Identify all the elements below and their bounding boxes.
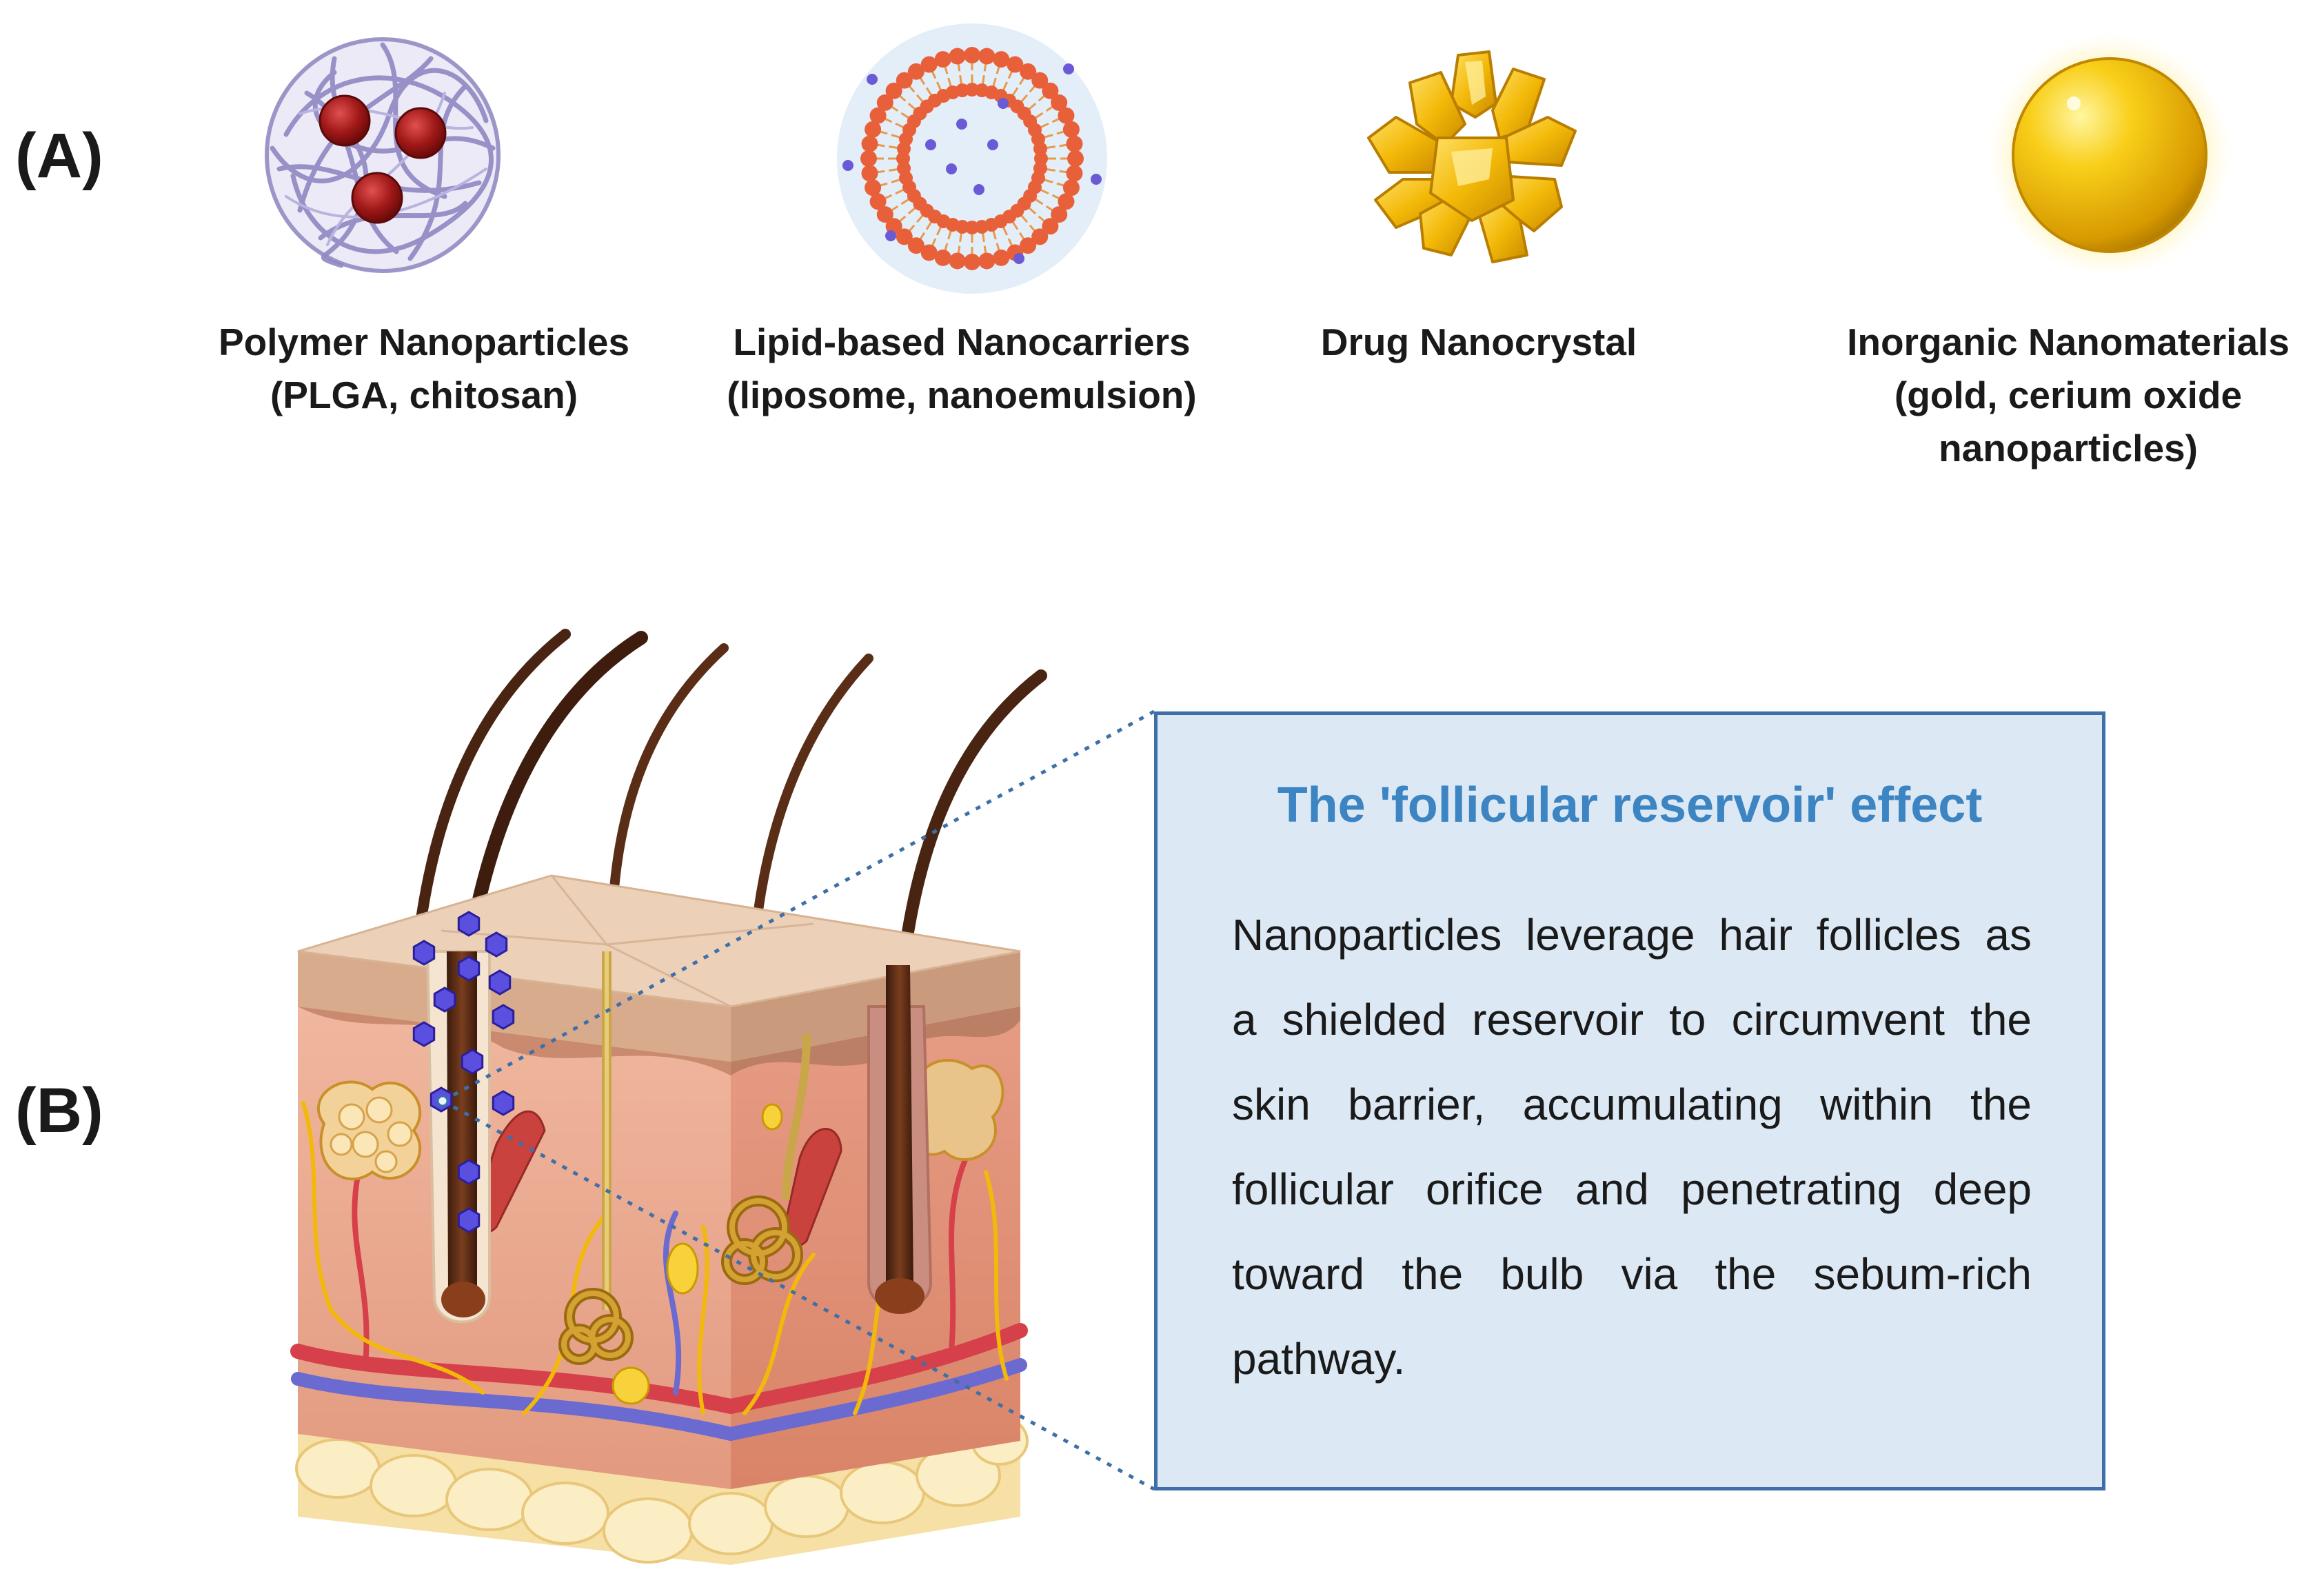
nanoparticle-marker <box>492 1090 515 1116</box>
nanoparticle-marker <box>488 969 512 995</box>
nanoparticle-marker <box>485 931 508 958</box>
drug-nanocrystal-caption: Drug Nanocrystal <box>1196 316 1761 369</box>
lipid-nanocarriers-caption: Lipid-based Nanocarriers (liposome, nano… <box>679 316 1244 422</box>
callout-line: pathway. <box>1232 1334 1406 1384</box>
skin-cross-section-illustration <box>290 629 1047 1565</box>
nanocrystal-icon <box>1367 50 1577 263</box>
caption-line: Drug Nanocrystal <box>1320 321 1637 363</box>
callout-description: Nanoparticles leverage hair follicles as… <box>1232 893 2032 1402</box>
callout-line: follicular orifice and penetrating deep <box>1232 1164 2032 1214</box>
callout-line: Nanoparticles leverage hair follicles as <box>1232 910 2032 960</box>
inorganic-nanomaterials-caption: Inorganic Nanomaterials (gold, cerium ox… <box>1786 316 2324 475</box>
panel-label-a: (A) <box>15 121 103 191</box>
nanoparticle-marker <box>457 956 481 982</box>
nanoparticle-marker <box>412 940 436 966</box>
callout-line: skin barrier, accumulating within the <box>1232 1080 2032 1129</box>
callout-title: The 'follicular reservoir' effect <box>1277 778 1983 833</box>
caption-line: Lipid-based Nanocarriers <box>733 321 1191 363</box>
nanoparticle-marker <box>412 1021 436 1047</box>
nanoparticle-marker <box>433 987 456 1013</box>
caption-line: (gold, cerium oxide <box>1894 374 2243 416</box>
nanoparticle-marker <box>457 1159 481 1185</box>
caption-line: nanoparticles) <box>1939 427 2198 469</box>
gold-nanoparticle-icon <box>1987 32 2232 278</box>
panel-label-b: (B) <box>15 1075 103 1146</box>
caption-line: Polymer Nanoparticles <box>218 321 630 363</box>
caption-line: (PLGA, chitosan) <box>270 374 578 416</box>
callout-line: a shielded reservoir to circumvent the <box>1232 995 2032 1044</box>
nanoparticle-marker <box>457 1207 481 1233</box>
caption-line: (liposome, nanoemulsion) <box>727 374 1197 416</box>
nanoparticle-marker <box>457 911 481 937</box>
liposome-icon <box>837 23 1107 294</box>
polymer-nanoparticles-caption: Polymer Nanoparticles (PLGA, chitosan) <box>141 316 707 422</box>
nanoparticle-marker <box>461 1049 484 1075</box>
polymer-nanoparticle-icon <box>265 37 501 273</box>
nanoparticle-marker <box>492 1004 515 1030</box>
follicular-reservoir-callout: The 'follicular reservoir' effect Nanopa… <box>1154 711 2105 1490</box>
callout-line: toward the bulb via the sebum-rich <box>1232 1249 2032 1299</box>
caption-line: Inorganic Nanomaterials <box>1847 321 2290 363</box>
